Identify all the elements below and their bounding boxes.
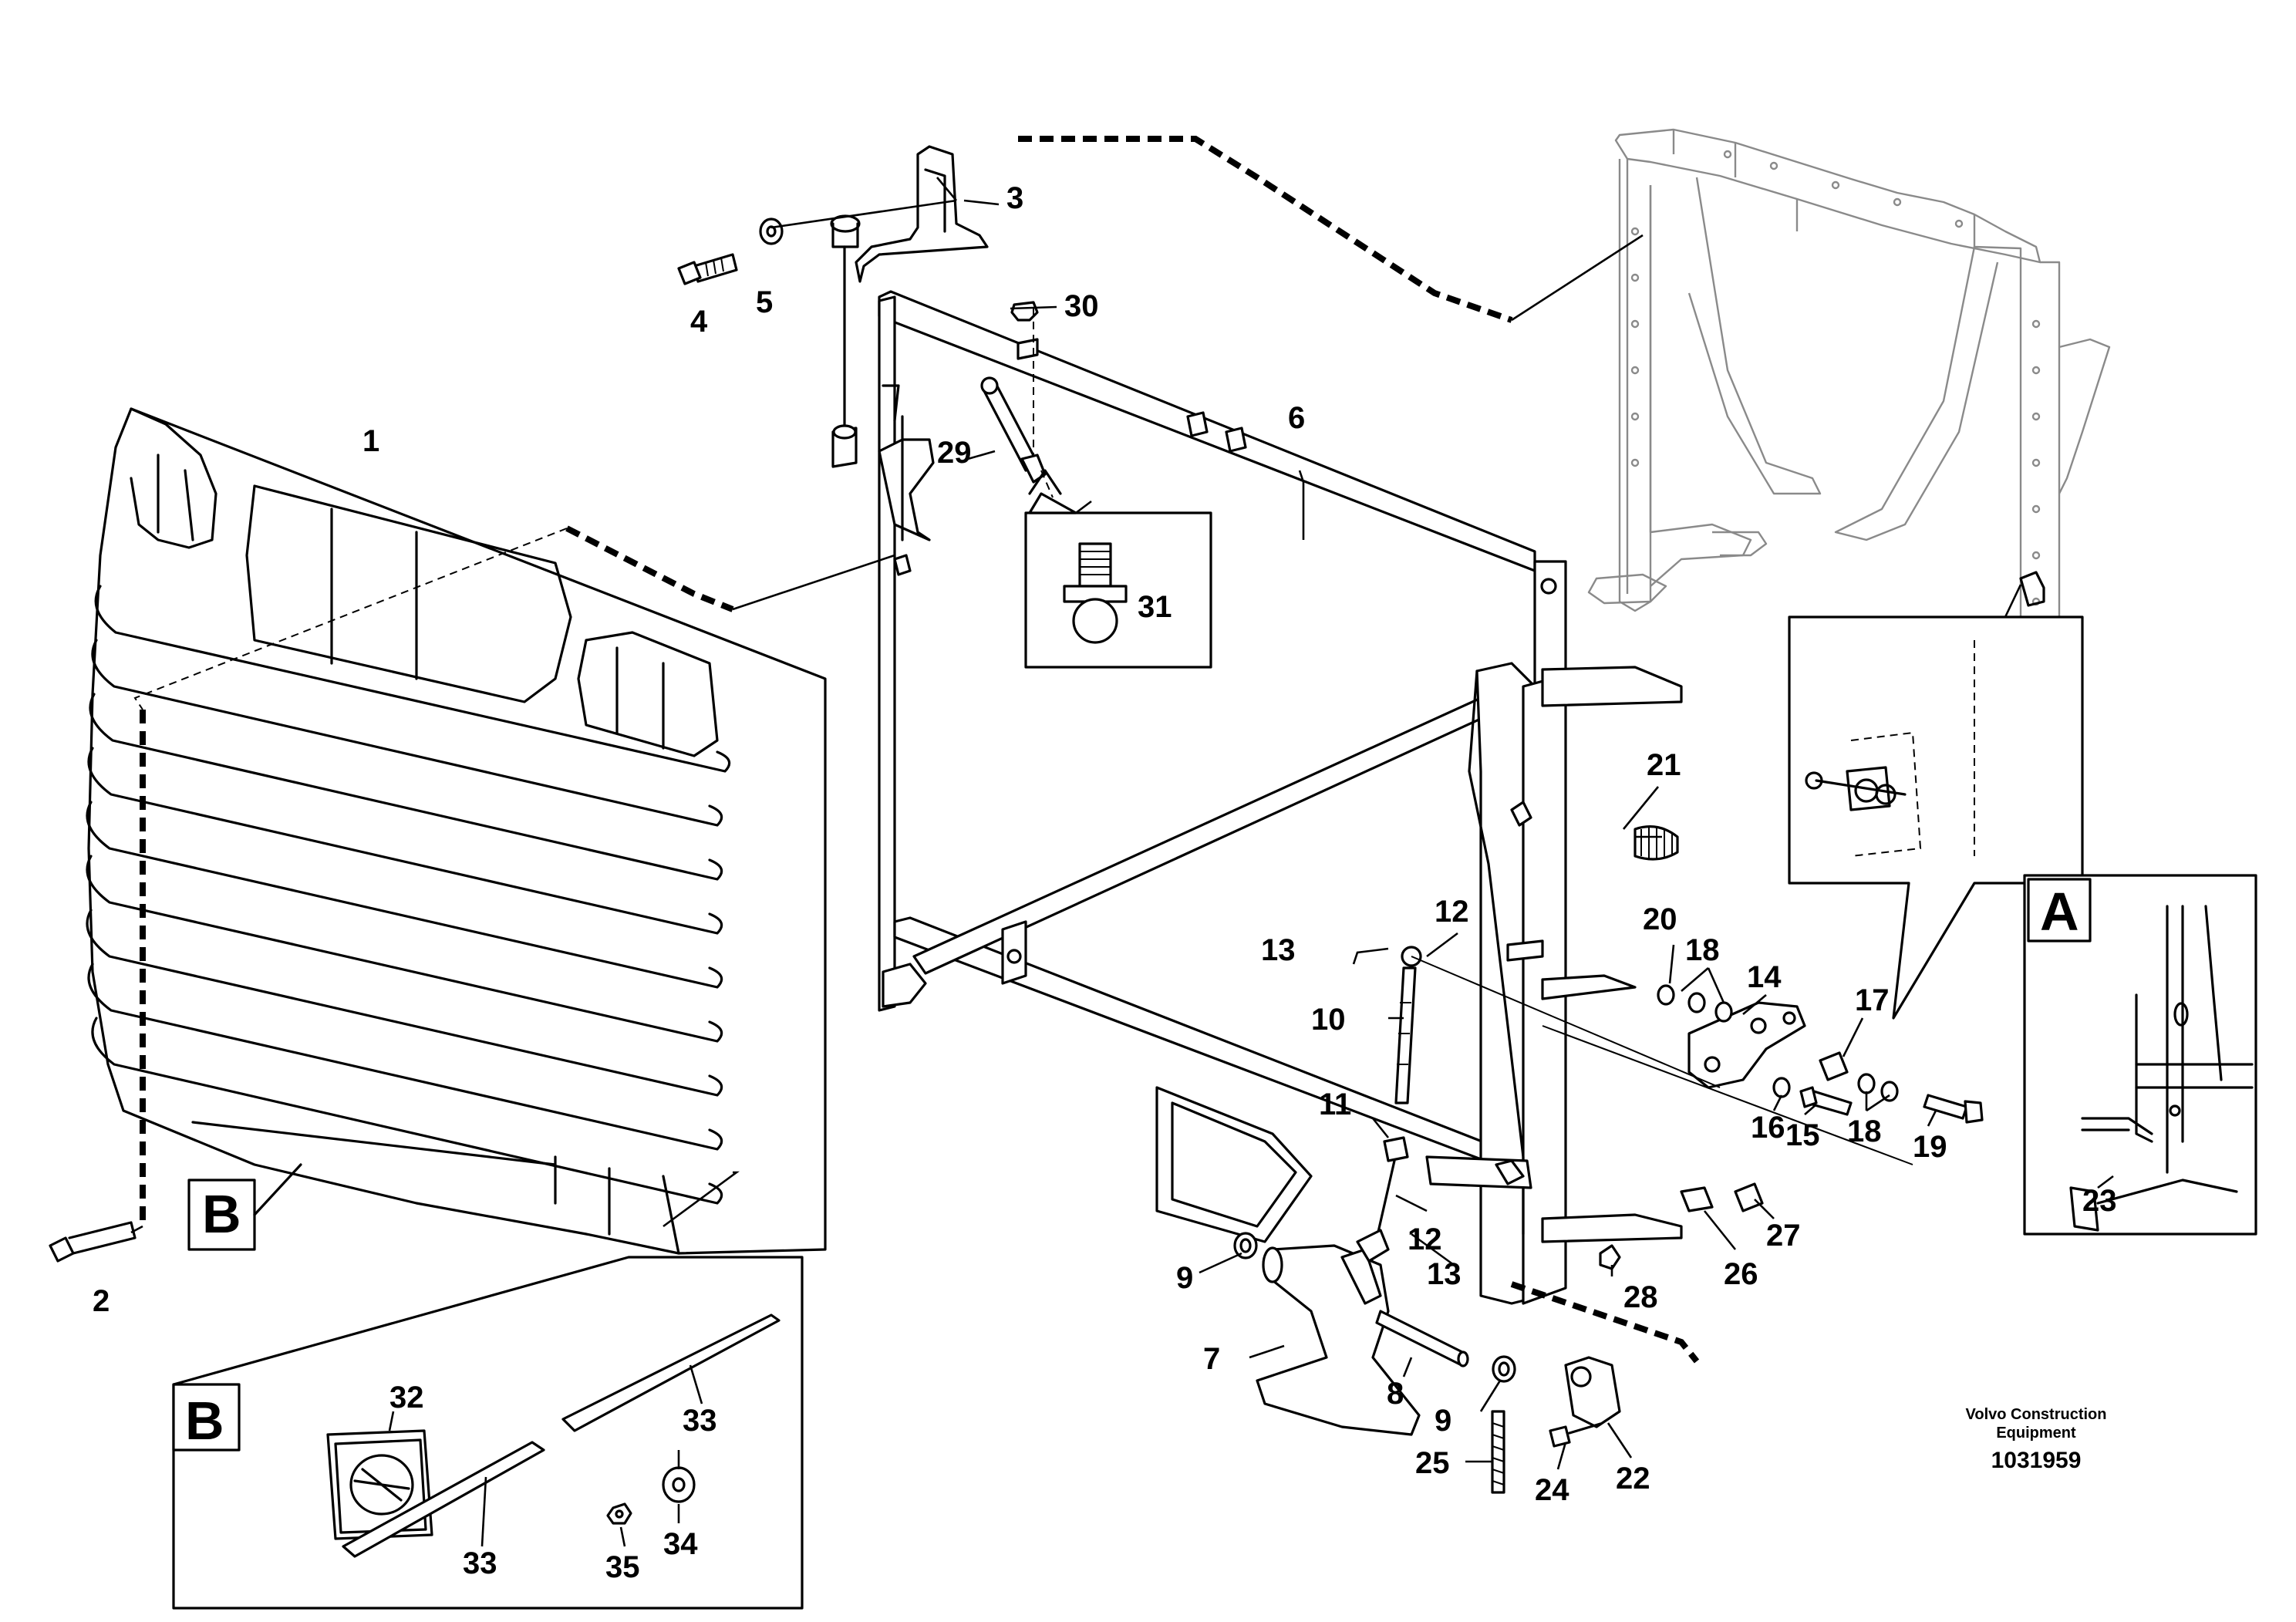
drawing-footer: Volvo Construction Equipment 1031959 bbox=[1966, 1406, 2107, 1473]
lever-14 bbox=[1687, 1001, 1806, 1089]
callout-30: 30 bbox=[1064, 289, 1099, 323]
callout-33a: 33 bbox=[683, 1404, 717, 1438]
detail-b-label-detail: B bbox=[185, 1391, 224, 1451]
frame-bracket-detail bbox=[1788, 584, 2084, 1020]
washer-5 bbox=[759, 218, 784, 245]
drawing-number: 1031959 bbox=[1991, 1448, 2082, 1473]
callout-29: 29 bbox=[937, 436, 972, 470]
bolt-2 bbox=[49, 1221, 137, 1263]
callout-23: 23 bbox=[2082, 1184, 2117, 1218]
detail-a-label: A bbox=[2040, 882, 2079, 942]
nut-35 bbox=[606, 1502, 632, 1525]
leader-lines bbox=[130, 136, 2114, 1470]
callout-26: 26 bbox=[1724, 1257, 1758, 1291]
detail-b-reference: B bbox=[187, 1163, 302, 1251]
callout-27: 27 bbox=[1766, 1219, 1801, 1253]
callout-33b: 33 bbox=[463, 1546, 497, 1580]
callout-21: 21 bbox=[1647, 748, 1681, 782]
gas-spring-29 bbox=[980, 376, 1047, 484]
frame-bolt-holes bbox=[1630, 150, 2041, 699]
callout-18a: 18 bbox=[1685, 933, 1720, 967]
brand-line-2: Equipment bbox=[1996, 1425, 2076, 1442]
callout-13a: 13 bbox=[1261, 933, 1296, 967]
hinge-bracket bbox=[830, 145, 989, 468]
callout-11: 11 bbox=[1319, 1088, 1351, 1121]
circlip-9 bbox=[1233, 1232, 1516, 1383]
callout-16: 16 bbox=[1751, 1111, 1785, 1145]
ball-stud-detail-31 bbox=[1024, 492, 1212, 669]
callout-25: 25 bbox=[1415, 1446, 1450, 1480]
mounting-frame-ghost bbox=[1587, 128, 2111, 775]
radiator-guard-frame bbox=[878, 290, 1683, 1305]
callout-labels: 1 2 3 4 5 6 7 8 9 9 10 11 12 12 13 13 14… bbox=[93, 181, 2117, 1584]
stud-25 bbox=[1491, 1410, 1505, 1494]
callout-20: 20 bbox=[1643, 902, 1677, 936]
callout-7: 7 bbox=[1203, 1342, 1220, 1376]
callout-6: 6 bbox=[1288, 401, 1305, 435]
grille-slats bbox=[86, 585, 731, 1205]
bolt-4 bbox=[677, 253, 738, 285]
nut-30 bbox=[1010, 301, 1039, 322]
callout-9a: 9 bbox=[1176, 1261, 1193, 1295]
callout-35: 35 bbox=[605, 1550, 640, 1584]
callout-14: 14 bbox=[1747, 960, 1782, 994]
callout-18b: 18 bbox=[1847, 1114, 1882, 1148]
bracket-24-22 bbox=[1549, 1356, 1621, 1448]
callout-4: 4 bbox=[690, 305, 708, 339]
frame-tabs bbox=[893, 338, 1544, 962]
detail-box-a: A bbox=[2023, 874, 2257, 1236]
callout-12b: 12 bbox=[1408, 1222, 1442, 1256]
callout-19: 19 bbox=[1913, 1130, 1947, 1164]
bolt-19 bbox=[1923, 1094, 1984, 1124]
callout-10: 10 bbox=[1311, 1003, 1346, 1037]
spacer-34 bbox=[662, 1466, 696, 1503]
callout-34: 34 bbox=[663, 1527, 698, 1561]
gas-spring-10 bbox=[1367, 946, 1422, 1274]
detail-box-b: B bbox=[172, 1256, 804, 1610]
detail-b-label-main: B bbox=[202, 1184, 241, 1244]
bracket-26-27-28 bbox=[1599, 1182, 1764, 1270]
callout-2: 2 bbox=[93, 1284, 110, 1318]
callout-32: 32 bbox=[389, 1381, 424, 1415]
callout-28: 28 bbox=[1623, 1280, 1658, 1314]
callout-31: 31 bbox=[1138, 590, 1172, 624]
strip-33 bbox=[342, 1313, 781, 1558]
callout-3: 3 bbox=[1006, 181, 1023, 215]
spring-21 bbox=[1633, 825, 1679, 861]
callout-12a: 12 bbox=[1435, 895, 1469, 929]
callout-8: 8 bbox=[1387, 1377, 1404, 1411]
callout-1: 1 bbox=[362, 424, 379, 458]
bolt-15 bbox=[1799, 1086, 1853, 1116]
pin-8 bbox=[1375, 1310, 1469, 1367]
callout-22: 22 bbox=[1616, 1462, 1650, 1496]
bushing-17 bbox=[1819, 1051, 1849, 1081]
callout-9b: 9 bbox=[1435, 1404, 1451, 1438]
frame-bracket-mount bbox=[2019, 571, 2045, 607]
washers-18-20 bbox=[1657, 984, 1899, 1102]
callout-17: 17 bbox=[1855, 983, 1890, 1017]
callout-24: 24 bbox=[1535, 1473, 1569, 1507]
callout-13b: 13 bbox=[1427, 1257, 1462, 1291]
brand-line-1: Volvo Construction bbox=[1966, 1406, 2107, 1423]
callout-15: 15 bbox=[1785, 1118, 1820, 1152]
latch-assembly-7 bbox=[1256, 1229, 1421, 1436]
front-grille bbox=[86, 407, 827, 1255]
callout-5: 5 bbox=[756, 285, 773, 319]
